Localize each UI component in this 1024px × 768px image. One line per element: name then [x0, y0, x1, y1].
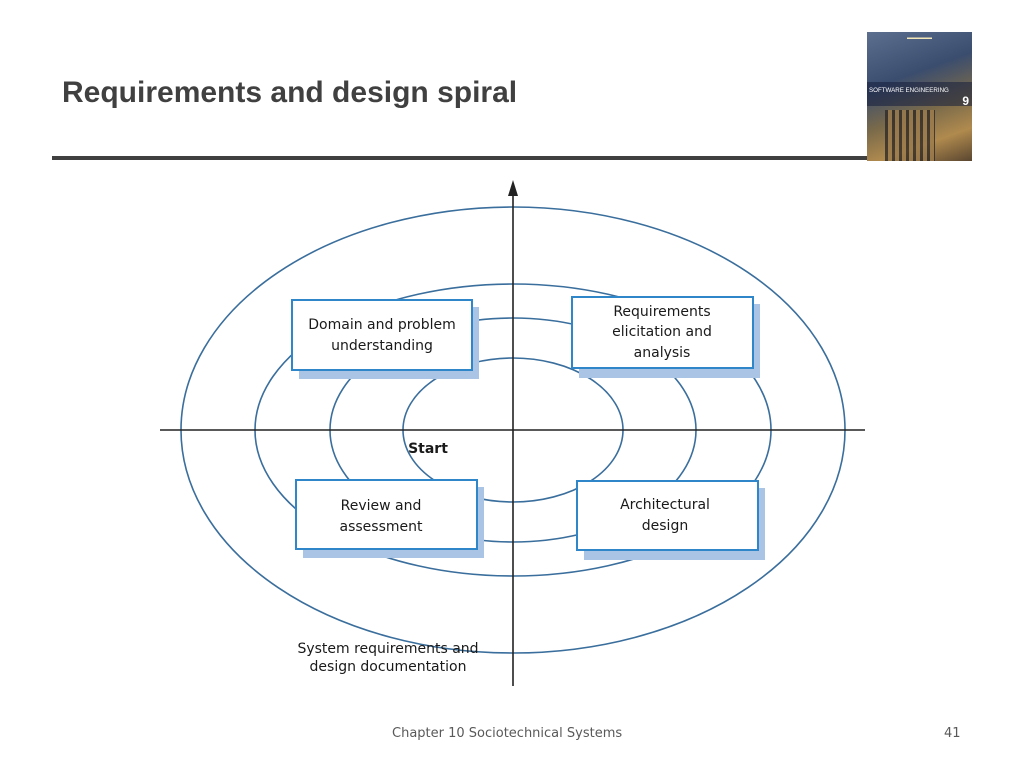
slide-title: Requirements and design spiral [62, 76, 518, 109]
vertical-axis-arrowhead [508, 180, 518, 196]
box-architectural-line-2: design [642, 518, 688, 534]
box-requirements-line-1: Requirements [613, 304, 710, 320]
box-domain-line-2: understanding [331, 338, 433, 354]
box-domain-line-1: Domain and problem [308, 317, 456, 333]
cover-author-strip: ▬▬▬▬▬ [907, 35, 932, 41]
box-requirements-line-3: analysis [634, 345, 691, 361]
cover-edition: 9 [962, 94, 969, 108]
box-requirements-line-2: elicitation and [612, 324, 712, 340]
title-underline [52, 156, 869, 160]
box-review-assessment: Review and assessment [295, 479, 484, 558]
cover-building-art [885, 110, 935, 161]
bottom-label-line-1: System requirements and [297, 641, 478, 657]
bottom-label-line-2: design documentation [310, 659, 467, 675]
cover-title: SOFTWARE ENGINEERING [869, 87, 949, 94]
page-number: 41 [944, 726, 961, 741]
box-architectural-design: Architectural design [576, 480, 765, 560]
cover-title-band [867, 82, 972, 106]
box-requirements-elicitation: Requirements elicitation and analysis [571, 296, 760, 378]
start-label: Start [408, 441, 448, 457]
slide-footer: Chapter 10 Sociotechnical Systems [392, 726, 623, 741]
box-review-line-1: Review and [341, 498, 422, 514]
book-cover-image: ▬▬▬▬▬ SOFTWARE ENGINEERING 9 [867, 32, 972, 161]
box-architectural-line-1: Architectural [620, 497, 710, 513]
box-review-line-2: assessment [340, 519, 423, 535]
box-domain-understanding: Domain and problem understanding [291, 299, 479, 379]
